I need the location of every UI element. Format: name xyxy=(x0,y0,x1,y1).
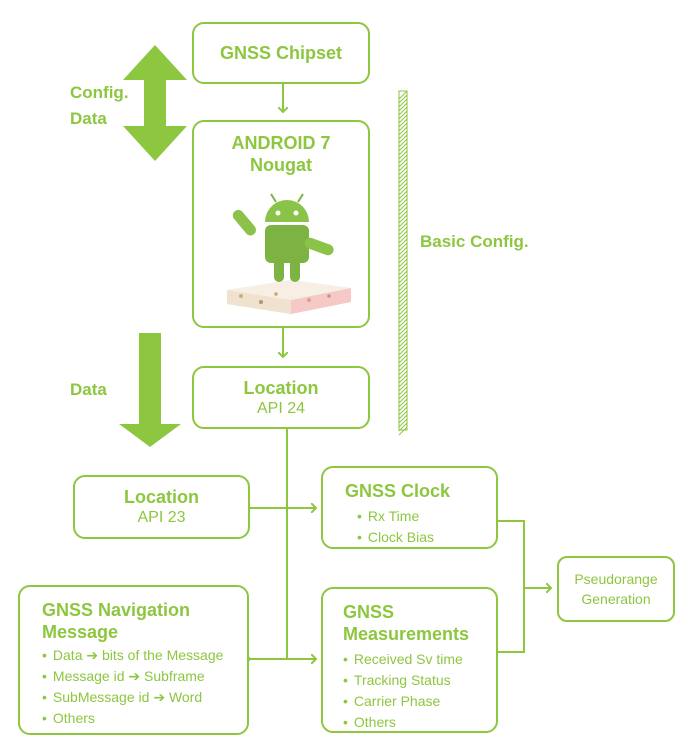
gnss-chipset-box: GNSS Chipset xyxy=(192,22,370,84)
list-item: Carrier Phase xyxy=(343,691,496,712)
item-right: bits of the Message xyxy=(102,647,224,663)
gnss-nav-message-box: GNSS Navigation Message Data ➔ bits of t… xyxy=(18,585,249,735)
location-api23-title: Location xyxy=(124,487,199,507)
config-double-arrow xyxy=(123,45,187,161)
item-right: Subframe xyxy=(144,668,205,684)
location-api23-version: API 23 xyxy=(137,509,186,526)
list-item: Data ➔ bits of the Message xyxy=(42,645,247,666)
item-left: Others xyxy=(52,710,95,726)
pseudorange-line1: Pseudorange xyxy=(574,571,658,587)
location-api24-box: Location API 24 xyxy=(192,366,370,429)
android-title-line2: Nougat xyxy=(250,155,312,175)
gnss-clock-box: GNSS Clock Rx Time Clock Bias xyxy=(321,466,498,549)
list-item: Message id ➔ Subframe xyxy=(42,666,247,687)
gnss-meas-title-line2: Measurements xyxy=(343,624,470,644)
gnss-clock-title: GNSS Clock xyxy=(345,481,451,501)
list-item: Tracking Status xyxy=(343,670,496,691)
item-left: SubMessage id xyxy=(52,689,150,705)
item-right: Word xyxy=(168,689,203,705)
gnss-clock-list: Rx Time Clock Bias xyxy=(357,506,496,548)
list-item: Received Sv time xyxy=(343,649,496,670)
gnss-measurements-box: GNSS Measurements Received Sv time Track… xyxy=(321,587,498,733)
config-label-line1: Config. xyxy=(70,83,129,102)
gnss-nav-list: Data ➔ bits of the Message Message id ➔ … xyxy=(42,645,247,729)
pseudorange-box: Pseudorange Generation xyxy=(557,556,675,622)
location-api23-box: Location API 23 xyxy=(73,475,250,539)
list-item: Clock Bias xyxy=(357,527,496,548)
android-title-line1: ANDROID 7 xyxy=(231,133,331,153)
config-label-line2: Data xyxy=(70,109,107,128)
list-item: SubMessage id ➔ Word xyxy=(42,687,247,708)
basic-config-hatch: (function(){ var g = document.currentScr… xyxy=(398,90,408,436)
config-data-label: Config. Data xyxy=(70,80,129,132)
location-api24-version: API 24 xyxy=(256,399,306,417)
android-nougat-icon xyxy=(227,193,351,314)
list-item: Rx Time xyxy=(357,506,496,527)
list-item: Others xyxy=(42,708,247,729)
gnss-nav-title-line2: Message xyxy=(42,622,119,642)
pseudorange-line2: Generation xyxy=(581,591,651,607)
list-item: Others xyxy=(343,712,496,733)
basic-config-label: Basic Config. xyxy=(420,232,529,251)
data-label: Data xyxy=(70,380,107,399)
gnss-meas-title-line1: GNSS xyxy=(343,602,395,622)
gnss-meas-list: Received Sv time Tracking Status Carrier… xyxy=(343,649,496,733)
android-box: ANDROID 7 Nougat xyxy=(192,120,370,328)
data-down-arrow xyxy=(119,333,181,447)
gnss-nav-title-line1: GNSS Navigation xyxy=(42,600,191,620)
item-left: Data xyxy=(52,647,83,663)
gnss-chipset-title: GNSS Chipset xyxy=(219,43,343,63)
location-api24-title: Location xyxy=(243,377,319,398)
item-left: Message id xyxy=(52,668,125,684)
